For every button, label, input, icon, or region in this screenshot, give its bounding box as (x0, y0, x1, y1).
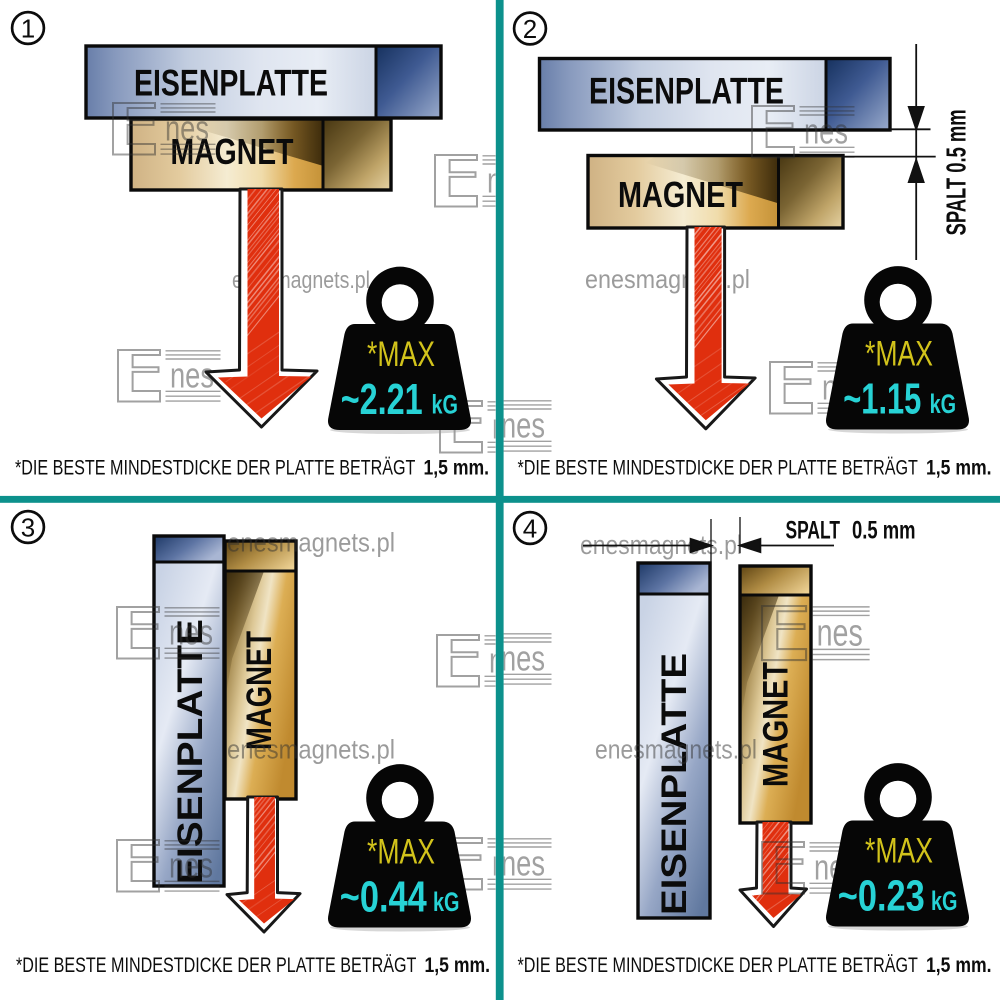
svg-text:nes: nes (169, 845, 213, 886)
svg-text:nes: nes (489, 640, 533, 681)
svg-text:nes: nes (169, 612, 213, 653)
svg-text:*DIE BESTE MINDESTDICKE DER PL: *DIE BESTE MINDESTDICKE DER PLATTE BETRÄ… (518, 953, 992, 977)
svg-text:kG: kG (432, 390, 459, 420)
svg-text:*DIE BESTE MINDESTDICKE DER PL: *DIE BESTE MINDESTDICKE DER PLATTE BETRÄ… (518, 456, 992, 480)
svg-text:nes: nes (492, 843, 536, 884)
svg-text:SPALT 0.5 mm: SPALT 0.5 mm (941, 109, 972, 235)
svg-text:*DIE BESTE MINDESTDICKE DER PL: *DIE BESTE MINDESTDICKE DER PLATTE BETRÄ… (15, 456, 489, 480)
svg-text:*MAX: *MAX (865, 335, 933, 374)
svg-text:nes: nes (817, 613, 863, 655)
svg-text:~2.21: ~2.21 (341, 375, 423, 424)
svg-text:EISENPLATTE: EISENPLATTE (655, 653, 694, 915)
svg-text:MAGNET: MAGNET (618, 174, 743, 215)
svg-text:EISENPLATTE: EISENPLATTE (171, 619, 210, 884)
svg-text:enesmagnets.pl: enesmagnets.pl (227, 735, 395, 765)
svg-text:EISENPLATTE: EISENPLATTE (589, 71, 784, 112)
svg-text:1: 1 (21, 13, 35, 43)
svg-text:nes: nes (487, 160, 531, 201)
svg-text:nes: nes (501, 843, 545, 884)
svg-text:nes: nes (165, 108, 209, 149)
svg-text:~0.44: ~0.44 (340, 873, 427, 922)
svg-text:nes: nes (170, 355, 214, 396)
svg-text:enesmagnets.pl: enesmagnets.pl (595, 735, 757, 765)
svg-text:kG: kG (931, 886, 958, 916)
svg-text:kG: kG (433, 887, 460, 917)
svg-text:2: 2 (523, 14, 537, 44)
svg-text:nes: nes (501, 405, 545, 446)
svg-text:kG: kG (930, 389, 957, 419)
svg-text:MAGNET: MAGNET (240, 631, 279, 750)
svg-text:*MAX: *MAX (367, 335, 435, 374)
svg-text:nes: nes (804, 111, 848, 152)
svg-text:SPALT: SPALT (786, 517, 841, 545)
svg-text:EISENPLATTE: EISENPLATTE (134, 63, 328, 104)
svg-text:*DIE BESTE MINDESTDICKE DER PL: *DIE BESTE MINDESTDICKE DER PLATTE BETRÄ… (16, 953, 490, 977)
svg-text:nes: nes (501, 638, 545, 679)
svg-text:~0.23: ~0.23 (838, 872, 925, 921)
svg-text:*MAX: *MAX (367, 833, 435, 872)
svg-text:~1.15: ~1.15 (843, 375, 921, 424)
svg-text:MAGNET: MAGNET (757, 662, 796, 787)
svg-text:4: 4 (523, 513, 537, 543)
svg-text:*MAX: *MAX (865, 832, 933, 871)
svg-text:nes: nes (492, 406, 536, 447)
svg-text:0.5 mm: 0.5 mm (852, 517, 916, 545)
svg-text:enesmagnets.pl: enesmagnets.pl (227, 528, 395, 558)
svg-text:MAGNET: MAGNET (171, 131, 294, 172)
svg-text:3: 3 (21, 512, 35, 542)
